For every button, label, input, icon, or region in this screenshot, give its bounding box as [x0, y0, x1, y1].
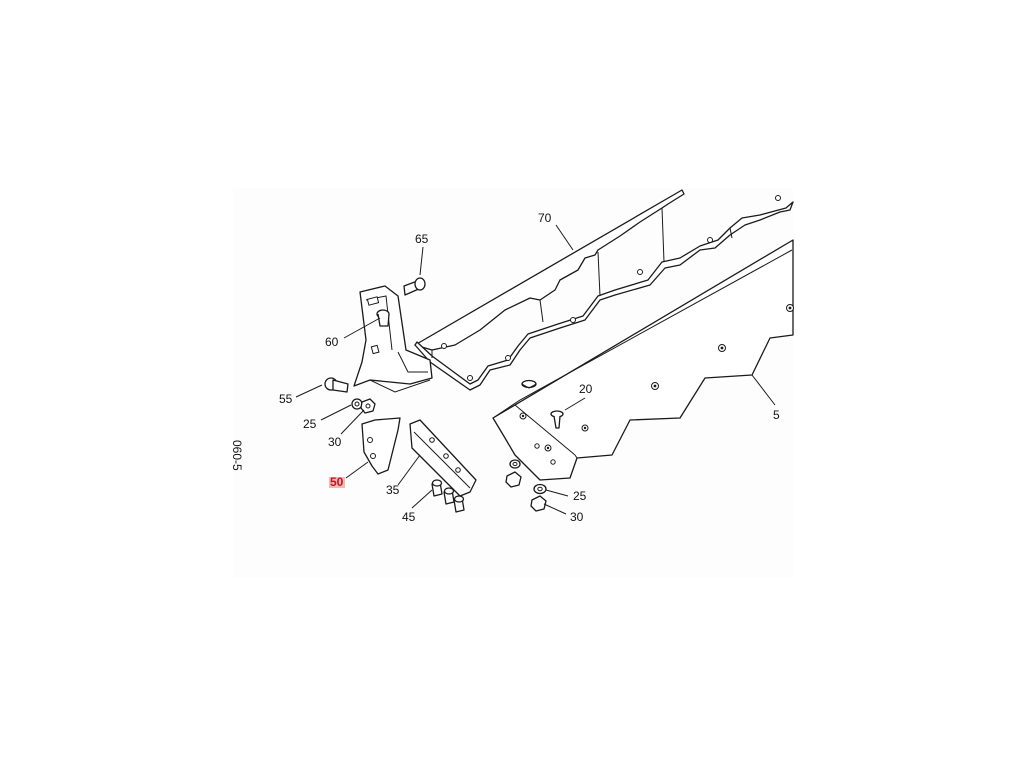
part-65-bolt [403, 277, 426, 296]
callout-20: 20 [579, 382, 593, 396]
part-washers-right [505, 459, 547, 512]
part-50-plate [361, 417, 401, 475]
part-35-knife-plate [409, 419, 477, 497]
callout-35: 35 [386, 483, 400, 497]
callout-50: 50 [330, 475, 344, 489]
callout-50-highlight [329, 477, 345, 488]
callout-65: 65 [415, 232, 429, 246]
leader-lines [295, 224, 776, 515]
callout-60: 60 [325, 335, 339, 349]
callout-25-left: 25 [303, 417, 317, 431]
part-30-nut-left [360, 398, 376, 414]
callout-30-left: 30 [328, 435, 342, 449]
drawing-reference-code: 060-5 [230, 440, 244, 471]
callout-5: 5 [773, 408, 780, 422]
part-70-upper-rail [414, 189, 794, 391]
callout-45: 45 [402, 510, 416, 524]
callout-labels: 70 65 60 20 5 55 25 30 50 35 45 25 30 [279, 211, 780, 524]
part-45-studs [431, 479, 465, 513]
part-20-screw [521, 379, 564, 429]
part-55-bolt [324, 377, 349, 393]
callout-70: 70 [538, 211, 552, 225]
callout-55: 55 [279, 392, 293, 406]
callout-25-right: 25 [573, 489, 587, 503]
part-5-lower-rail [492, 239, 794, 481]
callout-30-right: 30 [570, 510, 584, 524]
part-60-bracket [353, 285, 433, 393]
